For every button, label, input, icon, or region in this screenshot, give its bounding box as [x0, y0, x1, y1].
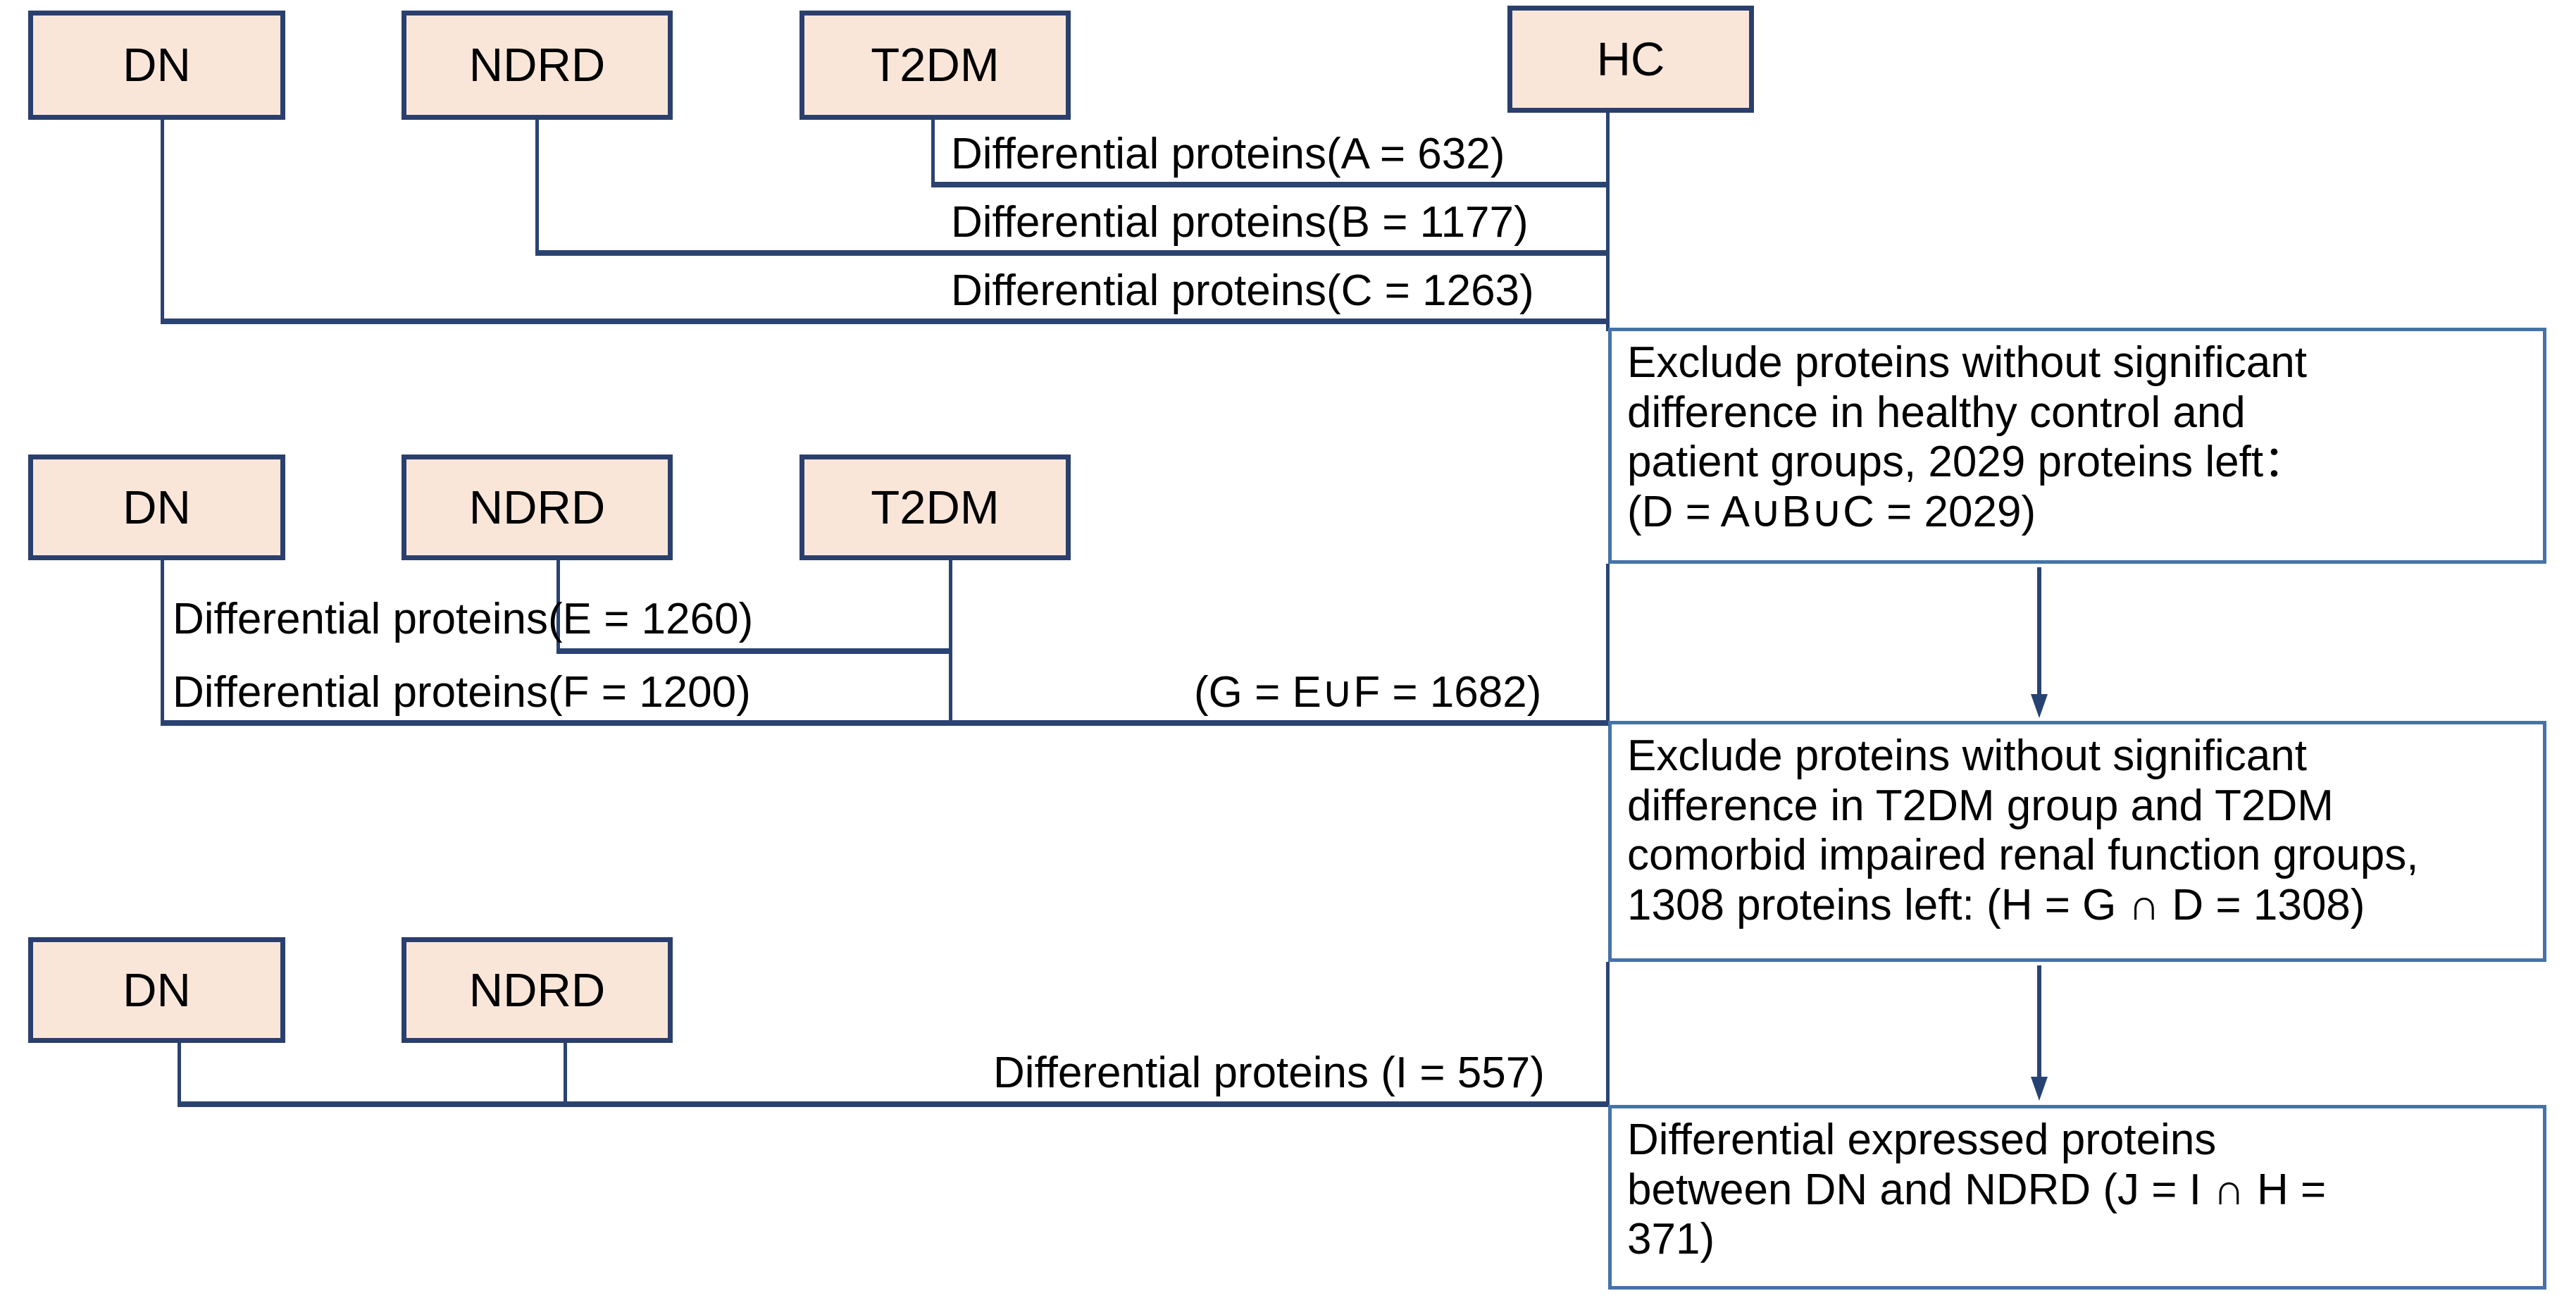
connector-t2dm-spine-row2: [949, 560, 952, 724]
outcome-line: comorbid impaired renal function groups,: [1627, 831, 2419, 880]
connector-i-horizontal: [178, 1101, 1609, 1107]
outcome-box-h[interactable]: Exclude proteins without significant dif…: [1608, 721, 2546, 962]
outcome-line: difference in T2DM group and T2DM: [1627, 781, 2334, 830]
edge-label-g: (G = E∪F = 1682): [1194, 668, 1542, 717]
group-box-label: T2DM: [871, 39, 1000, 92]
outcome-box-d[interactable]: Exclude proteins without significant dif…: [1608, 328, 2546, 564]
arrow-d-to-h: [2031, 567, 2048, 719]
arrow-shaft: [2037, 965, 2041, 1078]
group-box-t2dm-row1[interactable]: T2DM: [799, 11, 1071, 120]
connector-hc-spine: [1606, 113, 1610, 331]
connector-right-spine-mid-lower: [1606, 962, 1610, 1106]
group-box-label: HC: [1596, 32, 1665, 86]
group-box-label: NDRD: [468, 39, 606, 92]
connector-f-g-horizontal: [161, 720, 1609, 726]
group-box-label: T2DM: [871, 481, 1000, 534]
connector-ndrd-to-i-vertical: [564, 1043, 567, 1105]
outcome-line: (D = A∪B∪C = 2029): [1627, 488, 2036, 537]
connector-ndrd-to-b-vertical: [535, 120, 539, 254]
outcome-line: between DN and NDRD (J = I ∩ H =: [1627, 1165, 2327, 1214]
edge-label-e: Differential proteins(E = 1260): [173, 595, 754, 643]
group-box-label: DN: [123, 39, 191, 92]
outcome-line: 1308 proteins left: (H = G ∩ D = 1308): [1627, 881, 2365, 930]
group-box-dn-row1[interactable]: DN: [28, 11, 285, 120]
group-box-ndrd-row1[interactable]: NDRD: [402, 11, 673, 120]
group-box-label: DN: [123, 963, 191, 1017]
edge-label-f: Differential proteins(F = 1200): [173, 668, 751, 717]
arrow-head: [2031, 694, 2048, 718]
edge-label-c: Differential proteins(C = 1263): [951, 266, 1534, 315]
arrow-h-to-j: [2031, 965, 2048, 1106]
outcome-line: patient groups, 2029 proteins left：: [1627, 438, 2308, 487]
group-box-label: NDRD: [468, 481, 606, 534]
group-box-ndrd-row3[interactable]: NDRD: [402, 937, 673, 1043]
connector-right-spine-mid-upper: [1606, 564, 1610, 724]
connector-ndrd-to-e-vertical: [556, 560, 560, 652]
connector-dn-to-i-vertical: [178, 1043, 181, 1105]
arrow-shaft: [2037, 567, 2041, 696]
group-box-dn-row2[interactable]: DN: [28, 455, 285, 560]
outcome-line: Exclude proteins without significant: [1627, 338, 2307, 387]
group-box-ndrd-row2[interactable]: NDRD: [402, 455, 673, 560]
connector-c-horizontal: [161, 319, 1609, 324]
group-box-dn-row3[interactable]: DN: [28, 937, 285, 1043]
connector-b-horizontal: [535, 250, 1609, 256]
outcome-box-j[interactable]: Differential expressed proteins between …: [1608, 1105, 2546, 1290]
connector-t2dm-to-a-vertical: [931, 120, 935, 187]
connector-e-horizontal: [556, 648, 951, 654]
outcome-line: difference in healthy control and: [1627, 388, 2246, 437]
group-box-hc-row1[interactable]: HC: [1507, 6, 1754, 113]
edge-label-a: Differential proteins(A = 632): [951, 130, 1505, 178]
group-box-t2dm-row2[interactable]: T2DM: [799, 455, 1071, 560]
outcome-line: 371): [1627, 1215, 1715, 1264]
arrow-head: [2031, 1077, 2048, 1101]
connector-dn-to-c-vertical: [161, 120, 164, 321]
edge-label-b: Differential proteins(B = 1177): [951, 198, 1529, 247]
connector-a-horizontal: [931, 182, 1609, 187]
outcome-line: Differential expressed proteins: [1627, 1115, 2217, 1164]
outcome-line: Exclude proteins without significant: [1627, 731, 2307, 780]
edge-label-i: Differential proteins (I = 557): [993, 1049, 1545, 1097]
group-box-label: NDRD: [468, 963, 606, 1017]
connector-dn-to-f-vertical: [161, 560, 164, 724]
group-box-label: DN: [123, 481, 191, 534]
